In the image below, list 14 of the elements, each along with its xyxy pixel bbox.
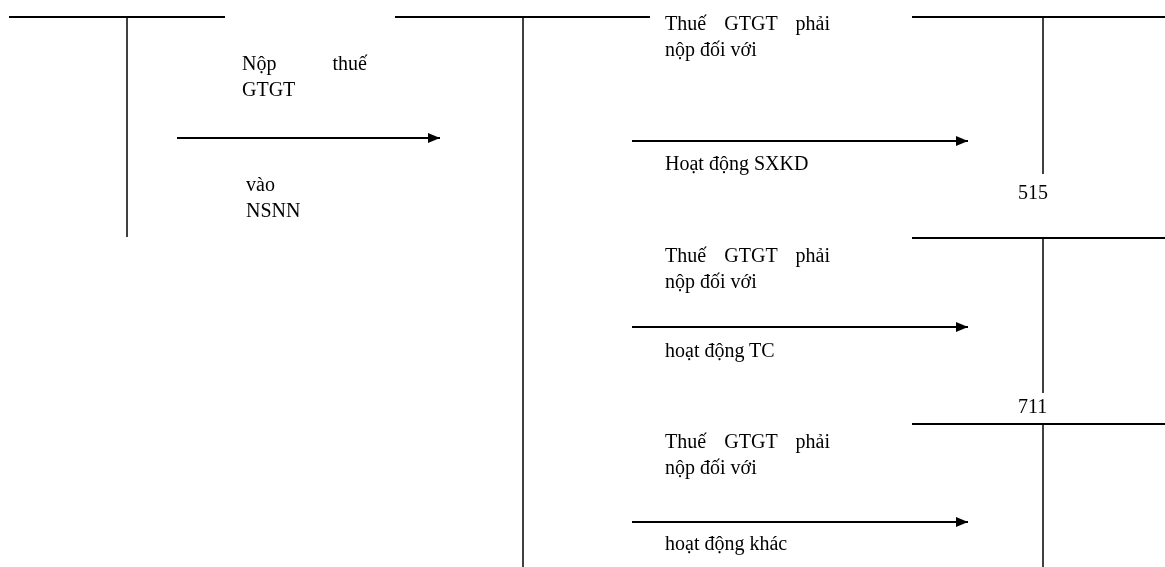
account-number: 711 xyxy=(1018,394,1048,419)
arrow xyxy=(631,136,969,146)
arrow xyxy=(631,322,969,332)
entry-text: vào NSNN xyxy=(246,172,302,223)
entry-text: hoạt động TC xyxy=(665,338,775,363)
edge-label: Thuế GTGT phải nộp đối với xyxy=(665,243,830,294)
edge-label: Thuế GTGT phải nộp đối với xyxy=(665,429,830,480)
edge-label: Nộp thuế GTGT xyxy=(242,51,367,102)
arrow xyxy=(631,517,969,527)
edge-label: Thuế GTGT phải nộp đối với xyxy=(665,11,830,62)
account-number: 515 xyxy=(1018,180,1048,205)
entry-text: hoạt động khác xyxy=(665,531,788,556)
entry-text: Hoạt động SXKD xyxy=(665,151,809,176)
arrow xyxy=(176,133,441,143)
